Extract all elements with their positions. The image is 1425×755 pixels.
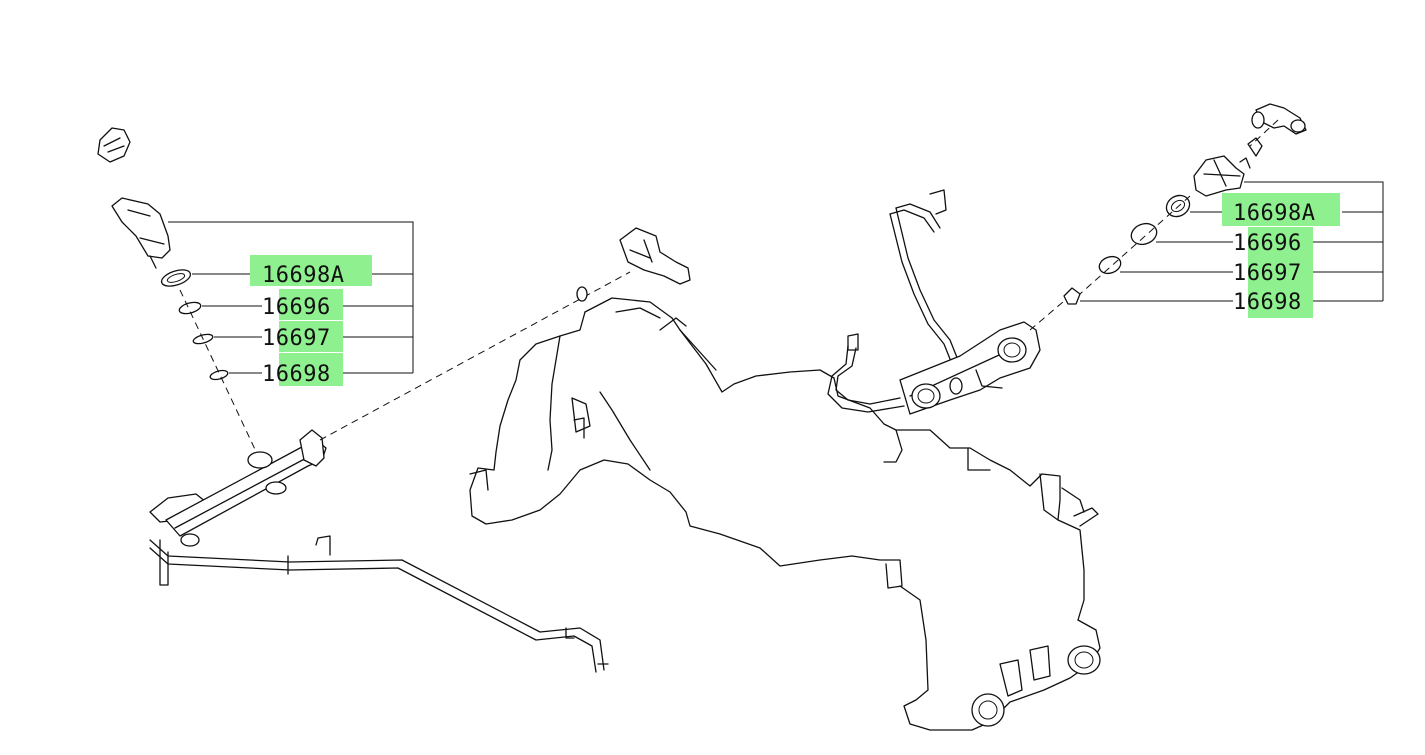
left-seal-16698a xyxy=(160,269,192,287)
intake-manifold xyxy=(469,297,1101,731)
left-injector-assembly: 16698A 16696 16697 16698 xyxy=(97,127,414,461)
right-oring-16698 xyxy=(1063,287,1081,305)
right-callout-16697: 16697 xyxy=(1233,261,1302,286)
right-connector-plug xyxy=(1247,103,1307,157)
left-injector xyxy=(111,197,171,269)
left-callout-16698a: 16698A xyxy=(262,263,344,288)
right-injector xyxy=(1193,155,1251,197)
left-callout-16696: 16696 xyxy=(262,295,331,320)
right-oring-16696 xyxy=(1130,222,1158,246)
right-callout-16698: 16698 xyxy=(1233,290,1302,315)
right-callout-16698a: 16698A xyxy=(1233,201,1315,226)
right-callout-16696: 16696 xyxy=(1233,231,1302,256)
right-seal-16698a xyxy=(1165,194,1191,218)
left-callout-16697: 16697 xyxy=(262,326,331,351)
left-connector-plug xyxy=(97,127,131,163)
left-oring-16696 xyxy=(178,301,202,315)
right-injector-assembly: 16698A 16696 16697 16698 xyxy=(1063,103,1384,318)
left-oring-16698 xyxy=(209,369,229,381)
right-oring-16697 xyxy=(1098,255,1122,275)
right-fuel-rail xyxy=(827,189,1071,415)
pressure-regulator xyxy=(576,227,691,302)
left-callout-16698: 16698 xyxy=(262,362,331,387)
left-fuel-rail xyxy=(149,271,631,673)
